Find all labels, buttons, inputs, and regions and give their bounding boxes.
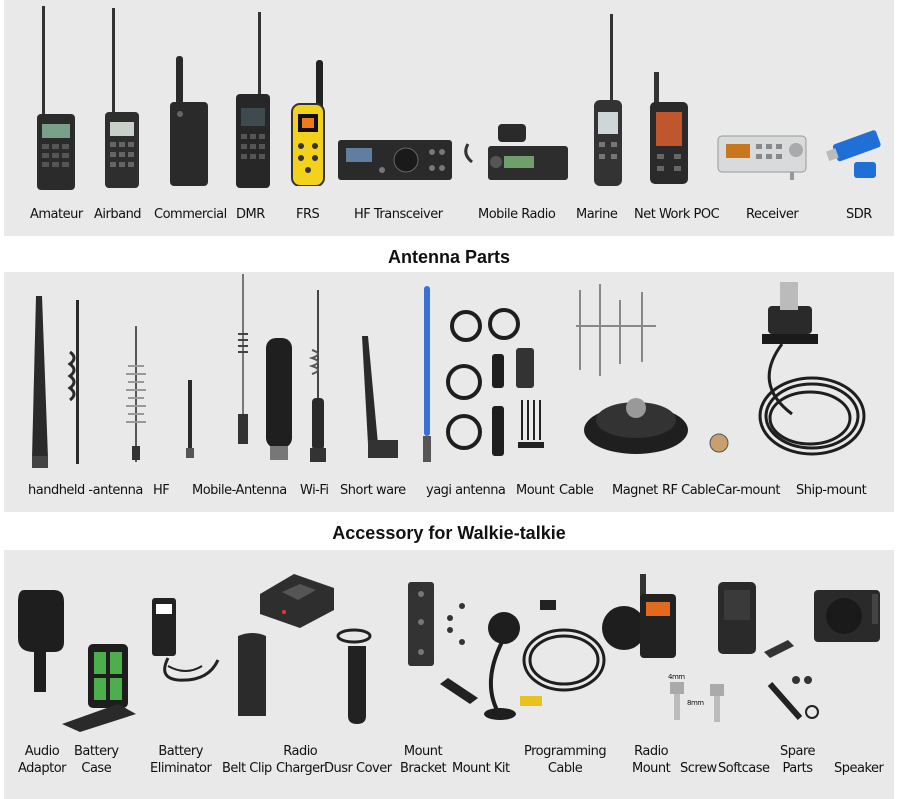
airband-radio-image xyxy=(102,8,142,188)
label-yagi-antenna: yagi antenna xyxy=(426,483,506,498)
network-poc-radio-image xyxy=(648,72,690,184)
screws-image xyxy=(662,670,732,732)
label-softcase: Softcase xyxy=(718,761,770,776)
label-short-ware: Short ware xyxy=(340,483,406,498)
radio-types-panel: Amateur Airband Commercial DMR FRS HF Tr… xyxy=(4,0,894,236)
label-dmr: DMR xyxy=(236,207,265,222)
hf-antenna-image xyxy=(122,326,152,462)
sdr-dongle-image xyxy=(824,126,894,182)
handheld-antenna-image xyxy=(28,292,98,472)
dmr-radio-image xyxy=(232,12,272,188)
mobile-radio-image xyxy=(460,122,570,184)
label-screw: Screw xyxy=(680,761,717,776)
shortwave-antenna-image xyxy=(354,332,404,462)
commercial-radio-image xyxy=(168,56,210,186)
label-sdr: SDR xyxy=(846,207,872,222)
mount-cable-image xyxy=(444,302,554,464)
rf-cable-connector-image xyxy=(708,432,730,454)
mount-kit-image xyxy=(434,606,524,726)
label-cable: Cable xyxy=(559,483,594,498)
label-wifi: Wi-Fi xyxy=(300,483,329,498)
label-receiver: Receiver xyxy=(746,207,799,222)
label-frs: FRS xyxy=(296,207,320,222)
label-magnet: Magnet xyxy=(612,483,658,498)
label-mount-kit: Mount Kit xyxy=(452,761,510,776)
amateur-radio-image xyxy=(32,6,80,190)
belt-clip-image xyxy=(232,630,272,720)
softcase-image xyxy=(714,578,760,658)
speaker-image xyxy=(810,586,886,650)
antenna-parts-heading: Antenna Parts xyxy=(387,247,511,267)
dust-cover-image xyxy=(334,626,384,726)
accessory-heading: Accessory for Walkie-talkie xyxy=(332,523,566,543)
radio-charger-image xyxy=(254,566,338,630)
audio-adaptor-image xyxy=(16,588,70,698)
label-mobile-antenna: Mobile-Antenna xyxy=(192,483,287,498)
programming-cable-image xyxy=(520,600,610,720)
stub-antenna-image xyxy=(184,380,196,460)
label-network-poc: Net Work POC xyxy=(634,207,720,222)
label-hf-transceiver: HF Transceiver xyxy=(354,207,443,222)
screw-dimension-4mm: 4mm xyxy=(668,673,685,681)
label-mobile-radio: Mobile Radio xyxy=(478,207,556,222)
label-commercial: Commercial xyxy=(154,207,227,222)
label-hf-antenna: HF xyxy=(153,483,170,498)
frs-radio-image xyxy=(290,60,326,186)
label-marine: Marine xyxy=(576,207,618,222)
label-dust-cover: Dusr Cover xyxy=(324,761,392,776)
label-mount: Mount xyxy=(516,483,555,498)
label-handheld-antenna: handheld -antenna xyxy=(28,483,143,498)
screw-dimension-8mm: 8mm xyxy=(687,699,704,707)
label-ship-mount: Ship-mount xyxy=(796,483,867,498)
yagi-magnet-image xyxy=(566,280,706,464)
battery-eliminator-image xyxy=(148,594,222,690)
blue-antenna-image xyxy=(420,286,434,464)
mount-bracket-image xyxy=(404,578,474,668)
ship-mount-image xyxy=(742,276,872,472)
battery-case-image xyxy=(58,642,142,732)
label-car-mount: Car-mount xyxy=(716,483,780,498)
spare-parts-image xyxy=(760,632,824,728)
label-belt-clip: Belt Clip xyxy=(222,761,272,776)
antenna-parts-panel: handheld -antenna HF Mobile-Antenna Wi-F… xyxy=(4,272,894,512)
marine-radio-image xyxy=(592,14,624,186)
label-speaker: Speaker xyxy=(834,761,884,776)
hf-transceiver-image xyxy=(336,136,454,184)
label-rf-cable: RF Cable xyxy=(662,483,716,498)
label-amateur: Amateur xyxy=(30,207,83,222)
radio-mount-image xyxy=(600,572,696,662)
mobile-antenna-image xyxy=(232,274,302,464)
wifi-antenna-image xyxy=(306,290,330,466)
receiver-image xyxy=(716,132,808,180)
label-airband: Airband xyxy=(94,207,142,222)
